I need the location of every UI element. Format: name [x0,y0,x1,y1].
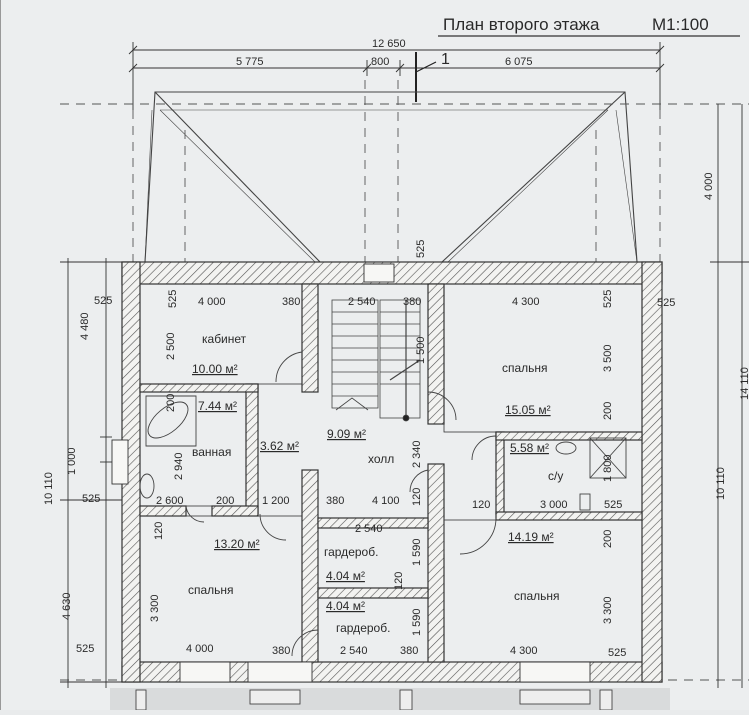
room-name-wardrobe-2: гардероб. [336,621,390,635]
dim-right-14110: 14 110 [739,367,749,400]
dim-120-d: 120 [393,572,405,590]
dim-200-c: 200 [216,495,234,507]
dim-left-10110: 10 110 [43,472,55,505]
dim-left-width: 5 775 [236,56,264,68]
dim-2940: 2 940 [173,452,185,480]
staircase [331,299,421,422]
room-area-corridor: 3.62 м² [260,439,299,453]
dim-right-4000: 4 000 [703,172,715,200]
dim-4300-a: 4 300 [512,296,540,308]
dim-525-b: 525 [167,290,179,308]
room-frames [139,283,643,663]
dim-3000: 3 000 [540,499,568,511]
dim-right-width: 6 075 [505,56,533,68]
plan-title: План второго этажа [443,15,600,34]
room-area-wardrobe-2: 4.04 м² [326,599,365,613]
washbasin [139,473,155,499]
dim-525-h: 525 [608,647,626,659]
dim-380-a: 380 [282,296,300,308]
room-area-bedroom-ne: 15.05 м² [505,403,551,417]
room-area-wardrobe-1: 4.04 м² [326,569,365,583]
dim-525-top: 525 [415,240,427,258]
room-name-wc: с/у [548,469,563,483]
dim-2540-b: 2 540 [355,523,383,535]
dim-1500: 1 500 [415,336,427,364]
foundation-openings [135,689,613,711]
stair-steps [332,311,420,397]
room-area-wc: 5.58 м² [510,441,549,455]
left-dimensions [60,258,122,688]
windows [111,263,591,683]
dim-3500: 3 500 [602,344,614,372]
dim-380-b: 380 [403,296,421,308]
interior-dimensions: 525 525 4 000 380 2 540 380 4 300 525 52… [76,240,675,708]
dim-4000-a: 4 000 [198,296,226,308]
room-name-bedroom-ne: спальня [502,361,548,375]
dim-525-f: 525 [604,499,622,511]
door-swings [185,351,497,657]
right-dimensions [710,104,749,688]
dim-mid-width: 800 [371,56,389,68]
dim-3300-a: 3 300 [149,594,161,622]
dim-200-b: 200 [602,402,614,420]
dim-left-4630: 4 630 [61,592,73,620]
dim-1590-b: 1 590 [411,608,423,636]
dim-1590-a: 1 590 [411,538,423,566]
room-name-office: кабинет [202,332,247,346]
dim-120-a: 120 [411,488,423,506]
dim-right-10110: 10 110 [715,467,727,500]
dim-3300-b: 3 300 [602,596,614,624]
room-area-office: 10.00 м² [192,362,238,376]
wc-fixtures [555,437,627,511]
plan-scale: М1:100 [652,15,709,34]
room-area-bath: 7.44 м² [198,399,237,413]
dim-2500: 2 500 [165,332,177,360]
room-name-wardrobe-1: гардероб. [324,545,378,559]
dim-left-4480: 4 480 [79,312,91,340]
dim-left-1000: 1 000 [66,447,78,475]
dim-4300-b: 4 300 [510,645,538,657]
bathtub [145,395,197,447]
dim-2340: 2 340 [411,440,423,468]
dim-200-a: 200 [165,394,177,412]
dim-525-d: 525 [657,297,675,309]
dim-120-b: 120 [472,499,490,511]
dim-total-width: 12 650 [372,38,406,50]
room-name-bedroom-sw: спальня [188,583,234,597]
dim-525-c: 525 [602,290,614,308]
dim-2540-a: 2 540 [348,296,376,308]
dim-525-e: 525 [82,493,100,505]
dim-380-e: 380 [400,645,418,657]
dim-525-g: 525 [76,643,94,655]
dim-2540-c: 2 540 [340,645,368,657]
dim-2600: 2 600 [156,495,184,507]
room-area-bedroom-se: 14.19 м² [508,530,554,544]
dim-380-d: 380 [272,645,290,657]
dim-120-c: 120 [153,522,165,540]
dim-1200: 1 200 [262,495,290,507]
top-dimensions [128,42,665,110]
dim-4000-b: 4 000 [186,643,214,655]
section-mark [415,52,437,102]
room-name-bedroom-se: спальня [514,589,560,603]
roof-outline [144,91,638,263]
room-name-bath: ванная [192,445,231,459]
dim-4100: 4 100 [372,495,400,507]
room-area-bedroom-sw: 13.20 м² [214,537,260,551]
dim-380-c: 380 [326,495,344,507]
room-area-hall: 9.09 м² [327,427,366,441]
dim-200-d: 200 [602,530,614,548]
dim-525-a: 525 [94,295,112,307]
dim-1800: 1 800 [602,454,614,482]
room-name-hall: холл [368,452,394,466]
section-number: 1 [441,51,450,68]
